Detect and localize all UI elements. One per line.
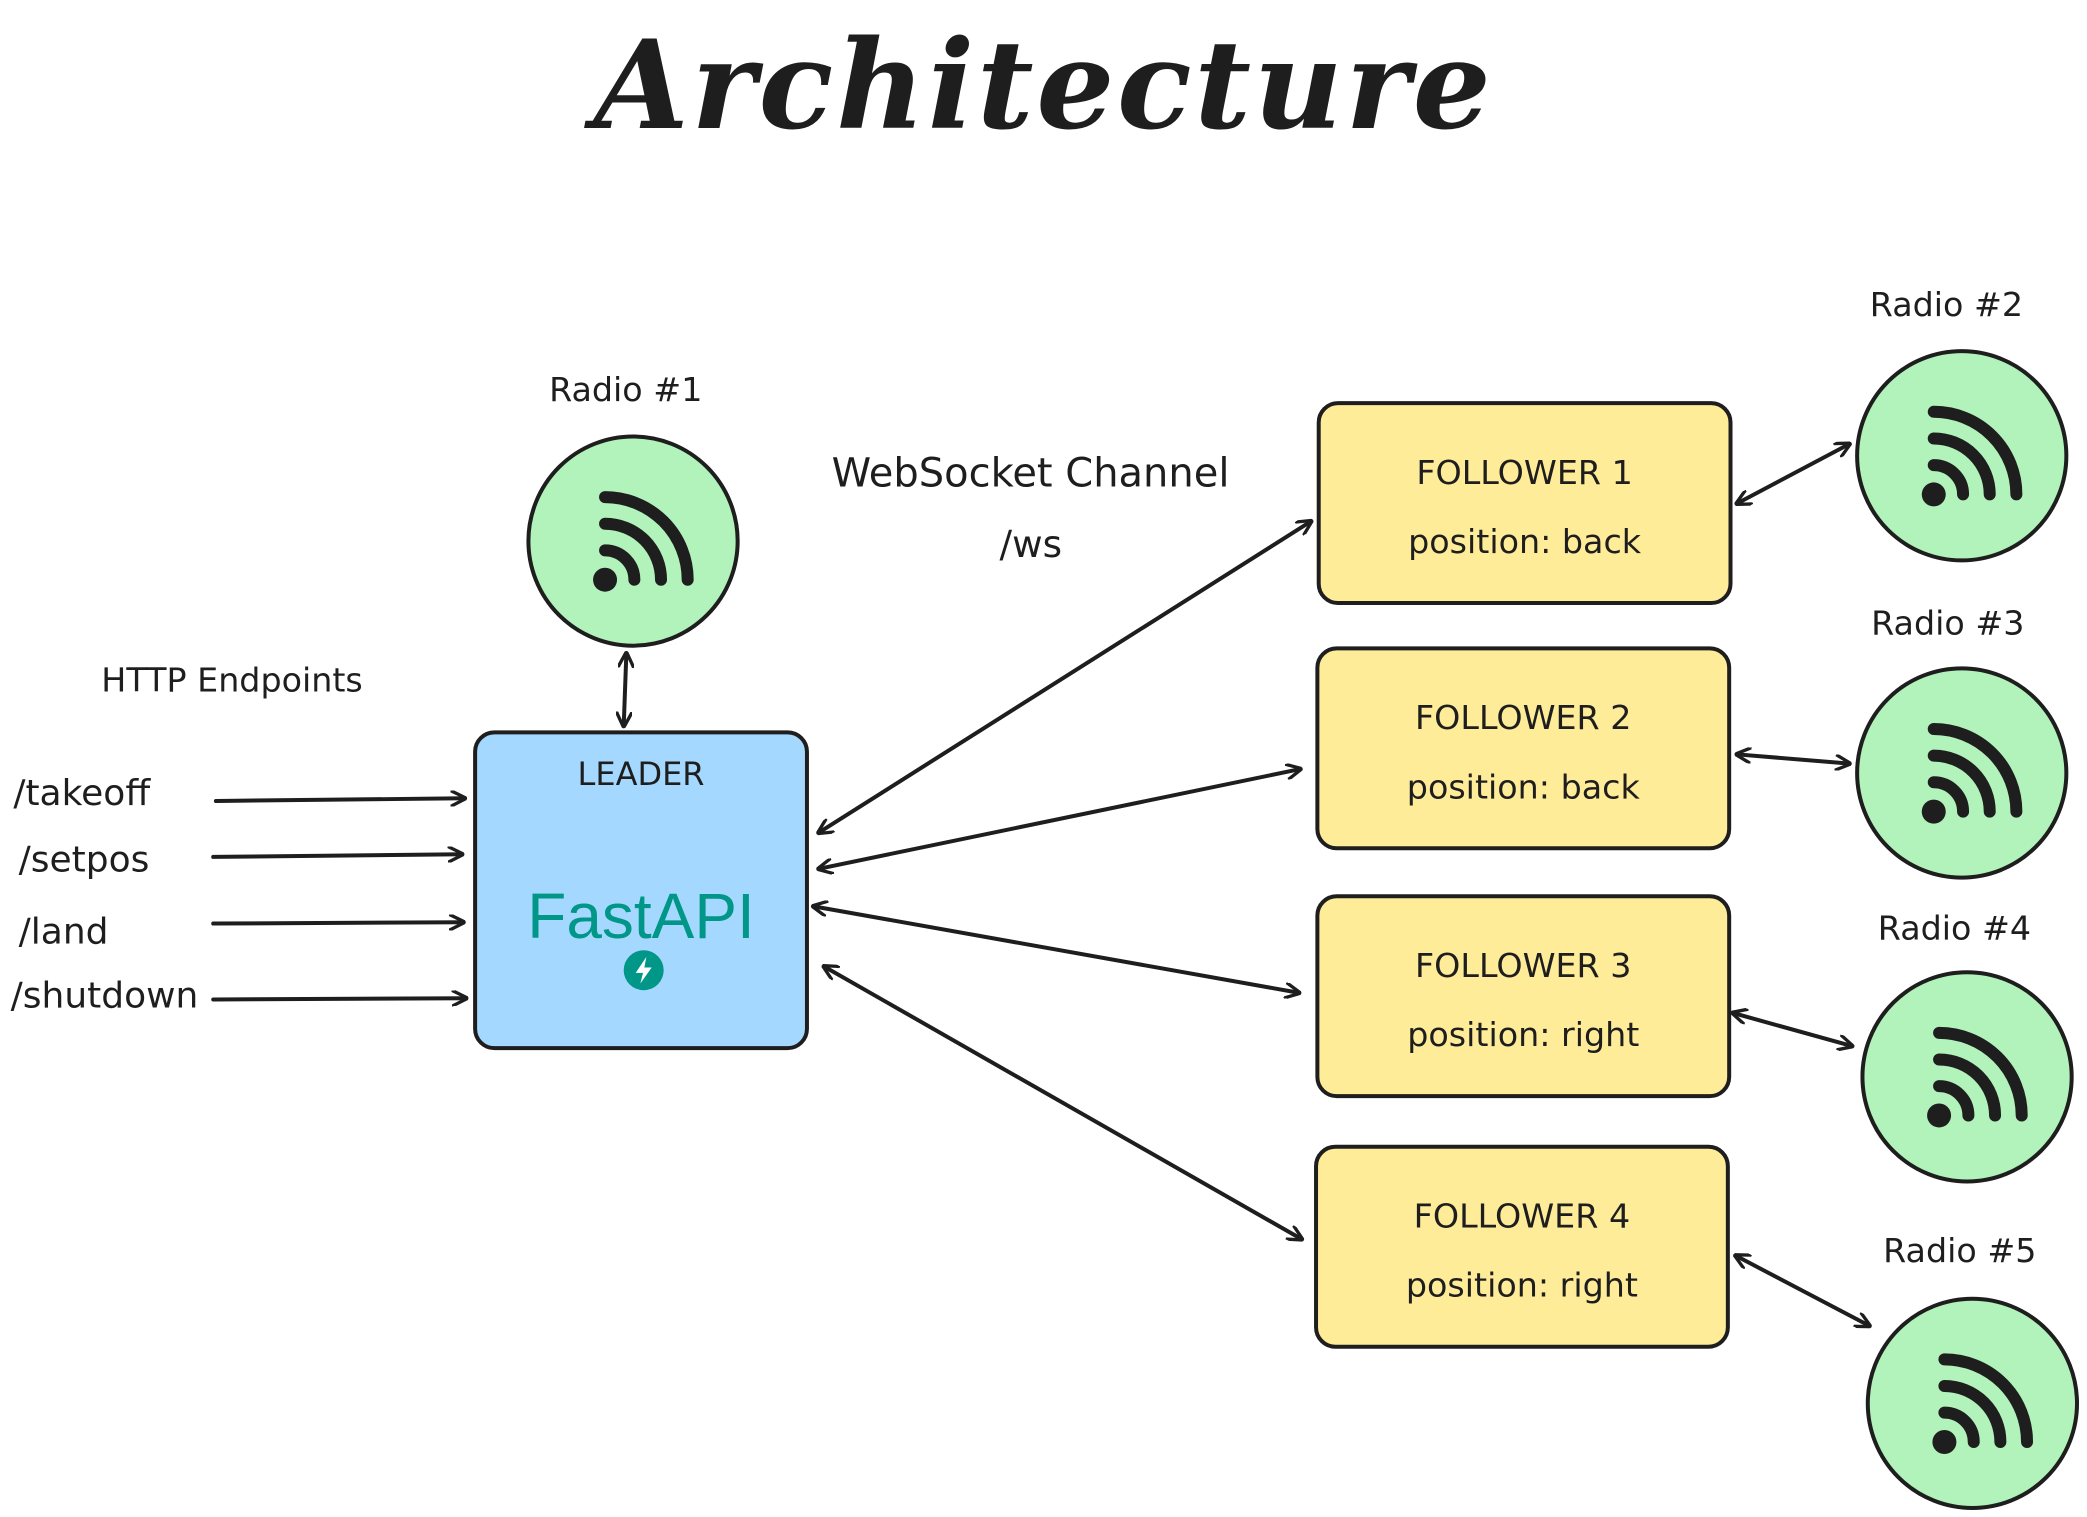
websocket-path: /ws [999, 522, 1063, 567]
follower-name: FOLLOWER 1 [1416, 453, 1633, 492]
radio-label-2: Radio #2 [1869, 285, 2024, 324]
leader-follower1-link [818, 521, 1311, 833]
websocket-heading: WebSocket Channel [831, 450, 1230, 498]
endpoint-takeoff: /takeoff [13, 772, 151, 815]
endpoint-land: /land [18, 911, 109, 953]
follower-node-2: FOLLOWER 2 position: back [1315, 646, 1732, 851]
rss-icon [1932, 1353, 2034, 1454]
rss-icon [1921, 722, 2023, 824]
rss-icon [593, 491, 694, 592]
follower-name: FOLLOWER 2 [1415, 698, 1632, 737]
follower-node-3: FOLLOWER 3 position: right [1315, 894, 1732, 1099]
follower3-radio4-link [1733, 1013, 1853, 1046]
radio-node-1 [526, 434, 740, 648]
follower2-radio3-link [1734, 754, 1852, 763]
endpoint-shutdown: /shutdown [10, 975, 199, 1017]
http-endpoints-heading: HTTP Endpoints [101, 661, 363, 700]
follower4-radio5-link [1735, 1255, 1870, 1326]
follower-position: position: right [1407, 1015, 1640, 1055]
follower-position: position: back [1406, 767, 1640, 807]
radio-label-3: Radio #3 [1871, 603, 2025, 643]
leader-follower4-link [824, 966, 1302, 1239]
follower-node-1: FOLLOWER 1 position: back [1316, 401, 1733, 606]
radio-node-3 [1855, 666, 2069, 880]
rss-icon [1921, 405, 2023, 507]
leader-follower3-link [813, 906, 1299, 993]
follower-name: FOLLOWER 3 [1415, 946, 1632, 985]
leader-label: LEADER [577, 755, 705, 793]
endpoint-arrow-shutdown [211, 998, 469, 999]
radio-label-5: Radio #5 [1883, 1231, 2037, 1271]
endpoint-arrow-takeoff [213, 798, 468, 801]
radio-label-1: Radio #1 [549, 370, 703, 410]
lightning-bolt-icon [623, 950, 664, 991]
follower-position: position: right [1405, 1266, 1638, 1305]
radio-label-4: Radio #4 [1877, 908, 2032, 948]
follower-name: FOLLOWER 4 [1413, 1196, 1631, 1236]
follower-position: position: back [1408, 522, 1642, 562]
leader-follower2-link [818, 769, 1300, 869]
endpoint-setpos: /setpos [18, 839, 150, 881]
endpoint-arrow-setpos [211, 854, 465, 857]
diagram-title: Architecture [593, 13, 1494, 158]
radio-node-4 [1860, 970, 2074, 1184]
follower1-radio2-link [1737, 444, 1850, 504]
rss-icon [1927, 1026, 2028, 1128]
endpoint-arrow-land [211, 922, 466, 923]
radio-node-2 [1855, 349, 2069, 563]
leader-node: LEADER FastAPI [473, 730, 809, 1051]
radio-node-5 [1865, 1296, 2080, 1510]
leader-radio1-link [624, 651, 627, 729]
follower-node-4: FOLLOWER 4 position: right [1314, 1144, 1730, 1349]
fastapi-logo-text: FastAPI [527, 882, 755, 953]
